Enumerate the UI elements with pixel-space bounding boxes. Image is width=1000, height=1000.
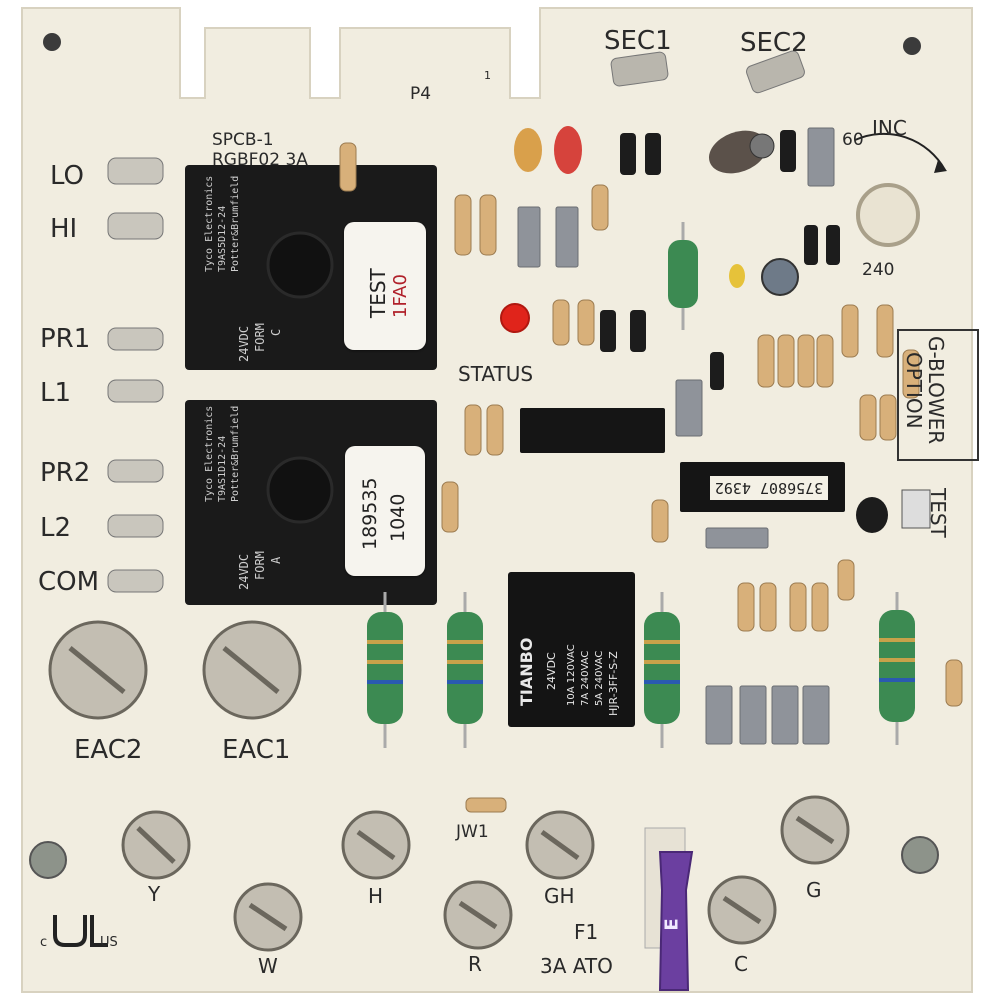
label-inc: INC: [872, 116, 907, 140]
transistor: [856, 497, 888, 533]
relay-3-rating2: 7A 240VAC: [580, 650, 591, 706]
label-pr1: PR1: [40, 324, 91, 354]
ceramic-cap-orange: [514, 128, 542, 172]
g-blower-outline: [897, 329, 979, 461]
label-g-blower: G-BLOWER: [924, 336, 948, 445]
relay-2-sticker-line1: 189535: [359, 477, 381, 550]
diodes: [600, 130, 840, 390]
relay-3-voltage: 24VDC: [545, 652, 558, 690]
power-resistors: [367, 222, 915, 748]
ic-chip-2-label: 3756807 4392: [710, 476, 828, 500]
ic-chip-1: [520, 408, 665, 453]
electrolytic-cap-2: [761, 258, 799, 296]
relay-1-brand: Tyco Electronics: [204, 175, 215, 272]
test-header: [901, 489, 931, 529]
relay-2-brand: Tyco Electronics: [204, 405, 215, 502]
relay-3-body: [508, 572, 635, 727]
potentiometer-inc: [856, 183, 920, 247]
label-60: 60: [842, 130, 864, 150]
relay-1-sticker: TEST 1FA0: [344, 222, 426, 350]
label-p4: P4: [410, 84, 432, 104]
relay-3-model: HJR-3FF-S-Z: [607, 651, 620, 716]
label-f1-rating: 3A ATO: [540, 954, 613, 978]
label-jw1: JW1: [456, 822, 489, 842]
ceramic-cap-yellow: [729, 264, 745, 288]
label-h: H: [368, 884, 384, 908]
label-pr2: PR2: [40, 458, 91, 488]
relay-3-brand: TIANBO: [517, 637, 536, 706]
ceramic-cap-red: [554, 126, 582, 174]
label-c: C: [734, 952, 748, 976]
relay-1-form: FORM: [253, 323, 267, 352]
relay-2-maker: Potter&Brumfield: [230, 405, 241, 502]
label-pin1: 1: [484, 69, 491, 82]
label-lo: LO: [50, 161, 85, 191]
label-l1: L1: [40, 378, 72, 408]
label-com: COM: [38, 567, 100, 597]
label-r: R: [468, 952, 482, 976]
fuse-atO: [658, 851, 694, 991]
label-w: W: [258, 954, 278, 978]
mount-hole-tr: [903, 37, 921, 55]
label-l2: L2: [40, 513, 72, 543]
label-sec1: SEC1: [604, 26, 672, 56]
status-led: [500, 303, 530, 333]
label-ul-c: c: [40, 935, 48, 950]
label-eac2: EAC2: [74, 735, 143, 765]
label-hi: HI: [50, 214, 78, 244]
relay-3-rating3: 5A 240VAC: [594, 650, 605, 706]
relay-2-sticker-line2: 1040: [387, 493, 409, 542]
relay-2-form-letter: A: [269, 556, 283, 564]
label-240: 240: [862, 260, 895, 280]
relay-2-sticker: 189535 1040: [345, 446, 425, 576]
label-g: G: [806, 878, 822, 902]
fuse-letter: E: [661, 918, 683, 931]
relay-1-model: T9AS5D12-24: [217, 205, 228, 272]
relay-2-model: T9AS1D12-24: [217, 435, 228, 502]
spade-terminals-left: [107, 157, 164, 593]
relay-1-form-letter: C: [269, 328, 283, 336]
label-option: OPTION: [902, 352, 926, 429]
label-sec2: SEC2: [740, 28, 808, 58]
relay-2-form: FORM: [253, 551, 267, 580]
label-y: Y: [148, 882, 161, 906]
mount-hole-br: [901, 836, 939, 874]
label-f1: F1: [574, 920, 599, 944]
relay-1-voltage: 24VDC: [237, 325, 251, 362]
relay-1-maker: Potter&Brumfield: [230, 175, 241, 272]
relay-1-sticker-line2: 1FA0: [390, 274, 411, 318]
label-gh: GH: [544, 884, 575, 908]
label-ul-us: US: [100, 935, 118, 950]
mount-hole-bl: [29, 841, 67, 879]
relay-2-voltage: 24VDC: [237, 553, 251, 590]
relay-3-rating1: 10A 120VAC: [566, 644, 577, 706]
ul-mark-icon: [53, 915, 108, 947]
label-test: TEST: [926, 488, 950, 538]
sec-terminals: [610, 50, 805, 94]
relay-1-sticker-line1: TEST: [366, 268, 390, 318]
mount-hole-tl: [43, 33, 61, 51]
axial-resistors: [339, 142, 963, 813]
pcb-substrate: [22, 8, 540, 98]
label-spcb: SPCB-1: [212, 130, 274, 150]
label-status: STATUS: [458, 362, 534, 386]
film-capacitors: [517, 127, 835, 745]
label-spcb-fuse: RGBF02 3A: [212, 150, 308, 170]
label-eac1: EAC1: [222, 735, 291, 765]
